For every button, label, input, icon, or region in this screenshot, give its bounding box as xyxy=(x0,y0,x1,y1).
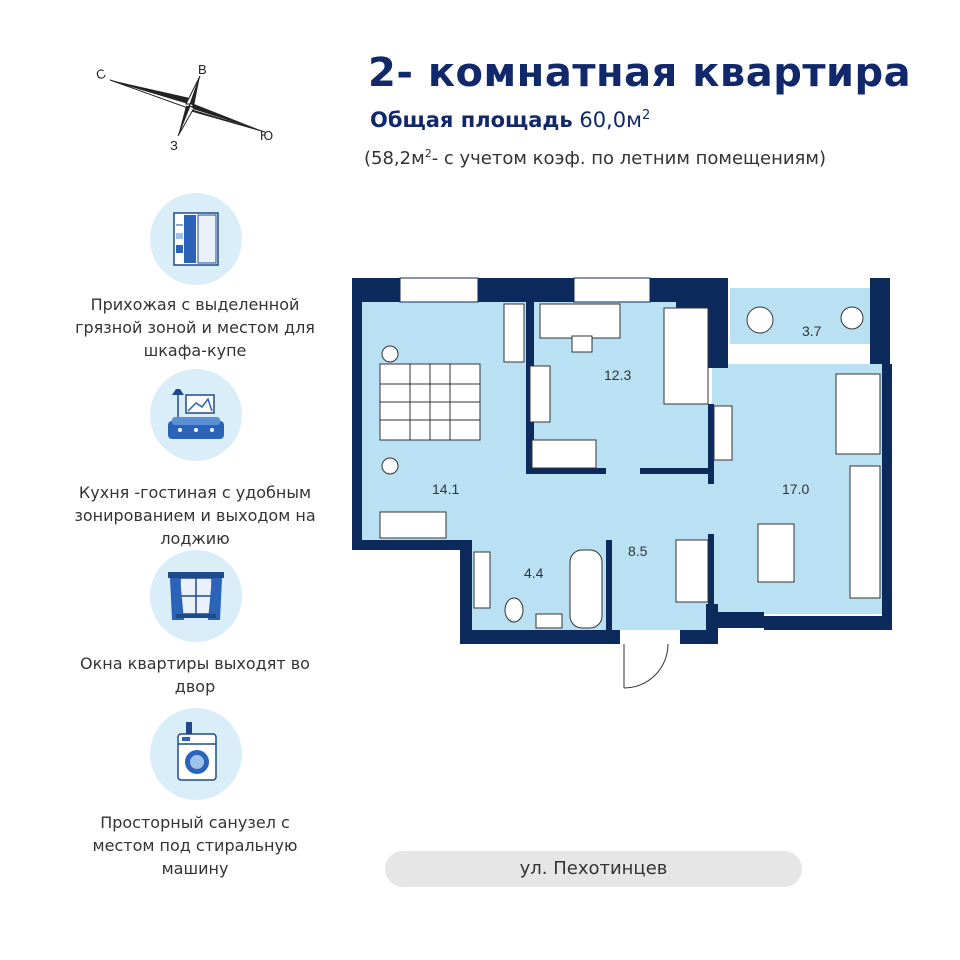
feature-windows-text: Окна квартиры выходят во двор xyxy=(80,654,310,696)
feature-hallway-text: Прихожая с выделенной грязной зоной и ме… xyxy=(75,295,315,360)
area-bedroom-label: 14.1 xyxy=(432,481,459,497)
window-icon xyxy=(150,550,242,642)
compass-east-label: Ю xyxy=(260,128,273,143)
sub-area-suffix: - с учетом коэф. по летним помещениям) xyxy=(431,148,826,169)
wardrobe-icon xyxy=(150,193,242,285)
feature-bathroom-text: Просторный санузел с местом под стиральн… xyxy=(92,813,298,878)
summer-area-note: (58,2м2- с учетом коэф. по летним помеще… xyxy=(364,147,826,169)
area-bathroom-label: 4.4 xyxy=(524,565,544,581)
total-area: Общая площадь 60,0м2 xyxy=(370,108,650,132)
total-area-value: 60,0м xyxy=(579,108,642,132)
compass-north-label: В xyxy=(198,62,207,77)
street-label: ул. Пехотинцев xyxy=(385,851,802,887)
total-area-label: Общая площадь xyxy=(370,108,573,132)
walls xyxy=(352,278,892,644)
area-kitchen-living-label: 17.0 xyxy=(782,481,809,497)
compass-west-label: С xyxy=(94,66,108,83)
sub-area-prefix: (58,2м xyxy=(364,148,425,169)
living-room-icon xyxy=(150,369,242,461)
compass-rose-icon: С В Ю З xyxy=(94,62,273,153)
washing-machine-icon xyxy=(150,708,242,800)
area-hall-label: 8.5 xyxy=(628,543,648,559)
compass-south-label: З xyxy=(170,138,178,153)
total-area-sup: 2 xyxy=(641,108,651,123)
area-loggia-label: 3.7 xyxy=(802,323,822,339)
page-title: 2- комнатная квартира xyxy=(368,50,912,96)
area-bedroom-2-label: 12.3 xyxy=(604,367,631,383)
feature-kitchen-text: Кухня -гостиная с удобным зонированием и… xyxy=(74,483,316,548)
sub-area-sup: 2 xyxy=(424,147,432,160)
floor-plan: 14.1 12.3 3.7 17.0 8.5 4.4 xyxy=(352,277,892,689)
